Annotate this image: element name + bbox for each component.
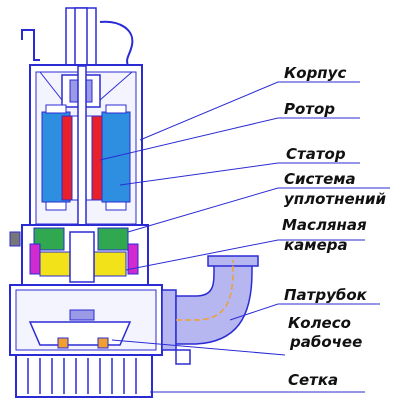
seal-magenta-left: [29, 243, 41, 275]
stator-right: [101, 111, 131, 203]
leader-sistema: [127, 187, 390, 233]
oil-right: [93, 251, 127, 277]
seal-green-right: [97, 227, 129, 251]
pipe-flange: [161, 289, 177, 351]
leader-maslyanaya: [125, 239, 365, 271]
rotor-right: [91, 115, 103, 201]
seal-center: [69, 231, 95, 283]
leader-koleso: [111, 339, 286, 356]
pipe-centerline: [176, 260, 234, 321]
lift-bracket: [21, 29, 40, 61]
label-maslyanaya-2: камера: [284, 236, 348, 254]
label-stator: Статор: [286, 145, 346, 163]
label-koleso-1: Колесо: [288, 314, 351, 332]
label-rotor: Ротор: [284, 100, 335, 118]
power-cable: [99, 20, 134, 67]
leader-rotor: [99, 117, 360, 161]
rotor-left: [61, 115, 73, 201]
seal-green-left: [33, 227, 65, 251]
label-korpus: Корпус: [284, 64, 346, 82]
label-sistema-1: Система: [284, 170, 356, 188]
mesh-bars: [27, 358, 137, 394]
leader-lines: [99, 81, 390, 393]
leader-korpus: [139, 81, 360, 141]
label-maslyanaya-1: Масляная: [282, 216, 367, 234]
discharge-pipe: [175, 261, 253, 345]
label-patrubok: Патрубок: [284, 286, 368, 304]
strainer-mesh: [15, 354, 153, 398]
shaft-top: [74, 7, 88, 69]
leader-stator: [119, 162, 360, 186]
label-sistema-2: уплотнений: [284, 190, 387, 208]
label-koleso-2: рабочее: [289, 333, 362, 351]
seal-magenta-right: [127, 243, 139, 275]
oil-left: [39, 251, 73, 277]
leader-patrubok: [229, 303, 380, 321]
impeller: [28, 321, 132, 346]
label-setka: Сетка: [288, 371, 338, 389]
